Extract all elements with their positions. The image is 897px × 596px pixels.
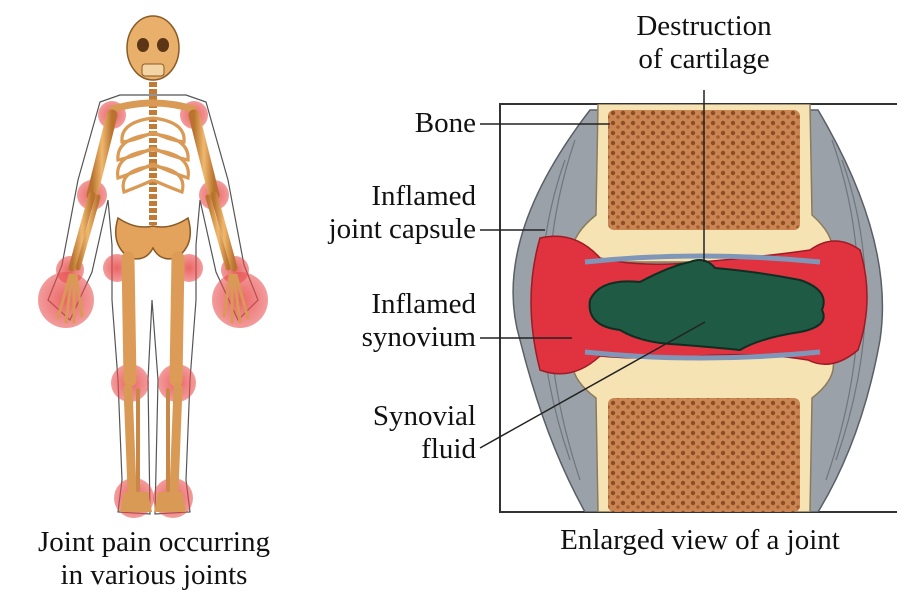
label-fluid-line2: fluid [320, 433, 476, 466]
label-inflamed-synovium: Inflamed synovium [300, 288, 476, 354]
skeleton-figure [38, 16, 268, 518]
label-capsule-line1: Inflamed [280, 180, 476, 213]
label-bone: Bone [360, 107, 476, 140]
joint-caption: Enlarged view of a joint [505, 524, 895, 557]
label-inflamed-joint-capsule: Inflamed joint capsule [280, 180, 476, 246]
joint-illustration [480, 90, 897, 512]
skeleton-caption-line1: Joint pain occurring [0, 526, 308, 559]
label-fluid-line1: Synovial [320, 400, 476, 433]
label-destruction-line1: Destruction [629, 10, 779, 43]
label-destruction-of-cartilage: Destruction of cartilage [629, 10, 779, 76]
label-destruction-line2: of cartilage [629, 43, 779, 76]
skeleton-caption: Joint pain occurring in various joints [0, 526, 308, 592]
label-synovium-line1: Inflamed [300, 288, 476, 321]
lower-marrow [608, 398, 800, 512]
label-capsule-line2: joint capsule [280, 213, 476, 246]
label-synovial-fluid: Synovial fluid [320, 400, 476, 466]
skeleton-caption-line2: in various joints [0, 559, 308, 592]
label-synovium-line2: synovium [300, 321, 476, 354]
